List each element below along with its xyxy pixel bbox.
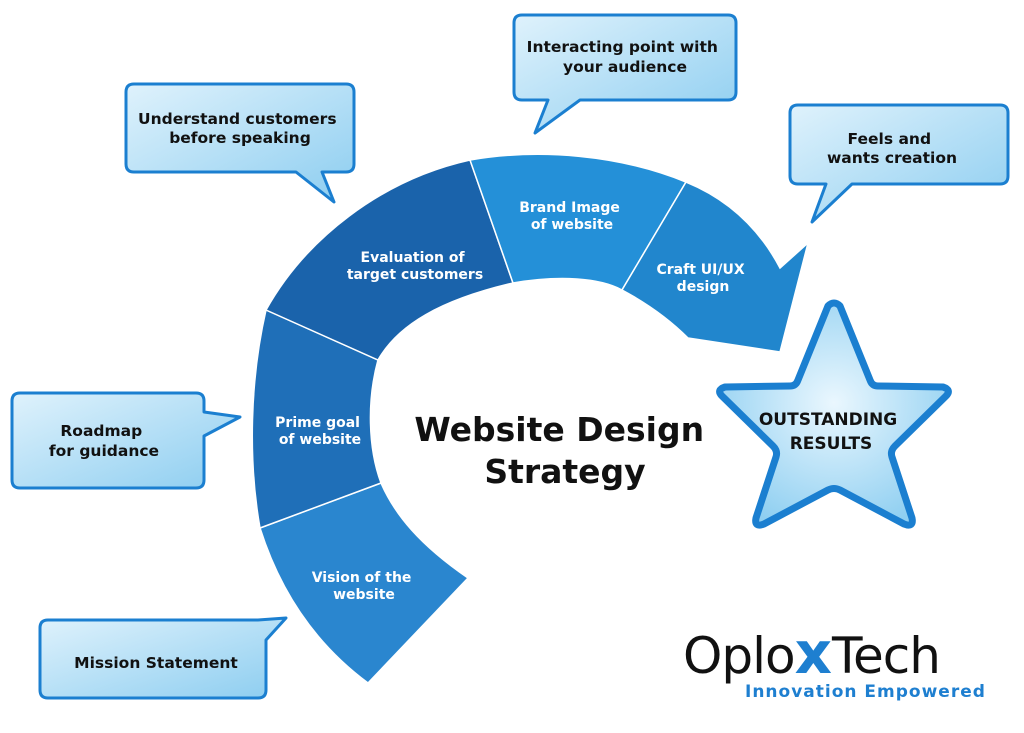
segment-label-vision: Vision of the website [312,570,417,603]
callout-understand-customers: Understand customers before speaking [124,82,356,204]
segment-label-craft-uiux: Craft UI/UX design [656,262,749,295]
logo-wordmark: OploxTech [683,619,940,687]
callout-mission-statement: Mission Statement [38,616,288,700]
callout-bubble [124,82,356,204]
oploxtech-logo: OploxTech Innovation Empowered [683,619,986,702]
callout-bubble [38,616,288,700]
segment-label-prime-goal: Prime goal of website [275,415,365,448]
callout-roadmap: Roadmap for guidance [10,391,242,490]
callout-text: Feels and wants creation [827,130,957,167]
arc-segments [251,153,810,684]
outstanding-results-star: OUTSTANDING RESULTS [716,299,952,529]
segment-label-brand-image: Brand Image of website [519,200,625,233]
callout-bubble [512,13,738,135]
callout-interacting-point: Interacting point with your audience [512,13,738,135]
callout-text: Interacting point with your audience [527,38,724,76]
callout-bubble [10,391,242,490]
logo-tagline: Innovation Empowered [745,682,986,702]
callout-text: Mission Statement [74,654,238,672]
callout-text: Roadmap for guidance [49,422,159,460]
callout-bubble [788,103,1010,224]
arc-segment-craft-uiux [620,181,810,353]
center-title: Website Design Strategy [414,410,715,491]
callout-feels-and-wants: Feels and wants creation [788,103,1010,224]
callout-text: Understand customers before speaking [138,110,342,147]
star-shape [716,299,952,529]
star-text: OUTSTANDING RESULTS [759,410,903,454]
segment-label-evaluation: Evaluation of target customers [347,250,483,283]
segment-labels: Vision of the website Prime goal of webs… [275,200,749,603]
